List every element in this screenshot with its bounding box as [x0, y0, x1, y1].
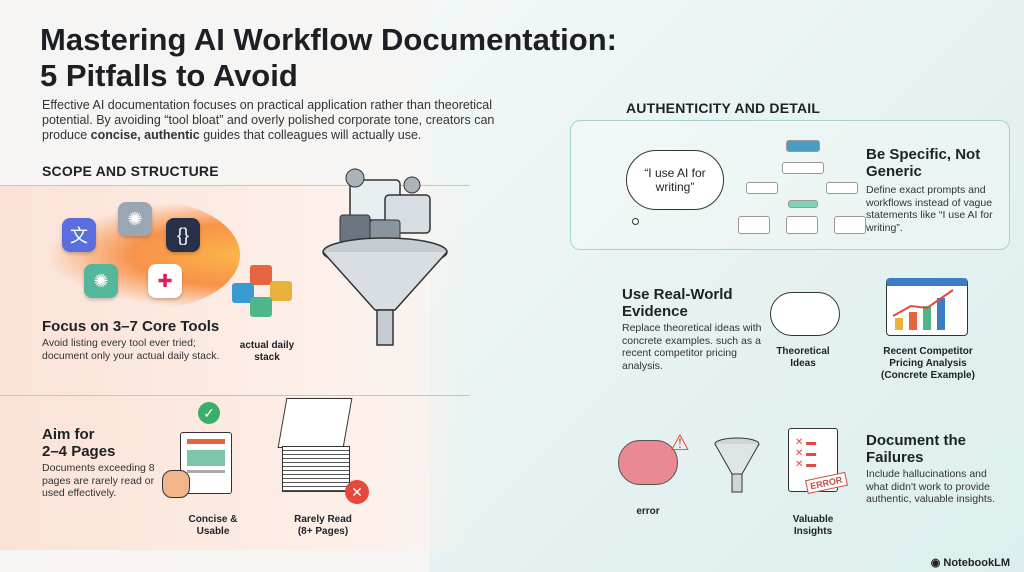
document-stack-icon [277, 398, 353, 498]
slack-icon: ✚ [148, 264, 182, 298]
funnel-illustration [322, 168, 448, 346]
thought-cloud: “I use AI for writing” [626, 150, 724, 210]
concise-caption: Concise & Usable [188, 514, 238, 537]
insights-caption: Valuable Insights [792, 514, 834, 537]
warning-icon: ⚠ [670, 430, 690, 455]
section-title-authenticity: AUTHENTICITY AND DETAIL [626, 100, 821, 116]
specific-body: Define exact prompts and workflows inste… [866, 184, 993, 234]
pages-band [0, 395, 470, 550]
chart-screen-icon [886, 278, 968, 336]
pages-body: Documents exceeding 8 pages are rarely r… [42, 462, 155, 499]
notebooklm-brand: ◉ NotebookLM [930, 557, 1010, 569]
evidence-heading: Use Real-World Evidence [622, 286, 733, 320]
tools-caption: actual daily stack [239, 340, 295, 363]
error-caption: error [636, 506, 660, 517]
brand-label: NotebookLM [943, 557, 1010, 569]
thought-dot [632, 218, 639, 225]
cubes-icon [228, 265, 308, 325]
hand-icon [162, 470, 190, 498]
concrete-caption: Recent Competitor Pricing Analysis (Conc… [881, 346, 975, 381]
chatgpt-green-icon: ✺ [84, 264, 118, 298]
x-icon: ✕ [345, 480, 369, 504]
cloud-icon [770, 292, 840, 336]
failures-heading: Document the Failures [866, 432, 967, 466]
check-icon: ✓ [198, 402, 220, 424]
theoretical-caption: Theoretical Ideas [776, 346, 830, 369]
page-title: Mastering AI Workflow Documentation:5 Pi… [40, 22, 617, 93]
failures-body: Include hallucinations and what didn't w… [866, 468, 995, 505]
tools-heading: Focus on 3–7 Core Tools [42, 318, 220, 335]
section-title-scope: SCOPE AND STRUCTURE [42, 163, 219, 179]
brain-icon [618, 440, 678, 485]
rarely-read-caption: Rarely Read (8+ Pages) [294, 514, 352, 537]
specific-heading: Be Specific, Not Generic [866, 146, 981, 180]
translate-icon: 文 [62, 218, 96, 252]
flowchart-diagram [738, 140, 868, 240]
chatgpt-icon: ✺ [118, 202, 152, 236]
intro-text: Effective AI documentation focuses on pr… [42, 98, 495, 142]
evidence-body: Replace theoretical ideas with concrete … [622, 322, 762, 372]
code-icon: {} [166, 218, 200, 252]
tools-body: Avoid listing every tool ever tried; doc… [42, 337, 220, 362]
small-funnel-icon [714, 437, 760, 493]
growth-chart-icon [892, 289, 954, 330]
